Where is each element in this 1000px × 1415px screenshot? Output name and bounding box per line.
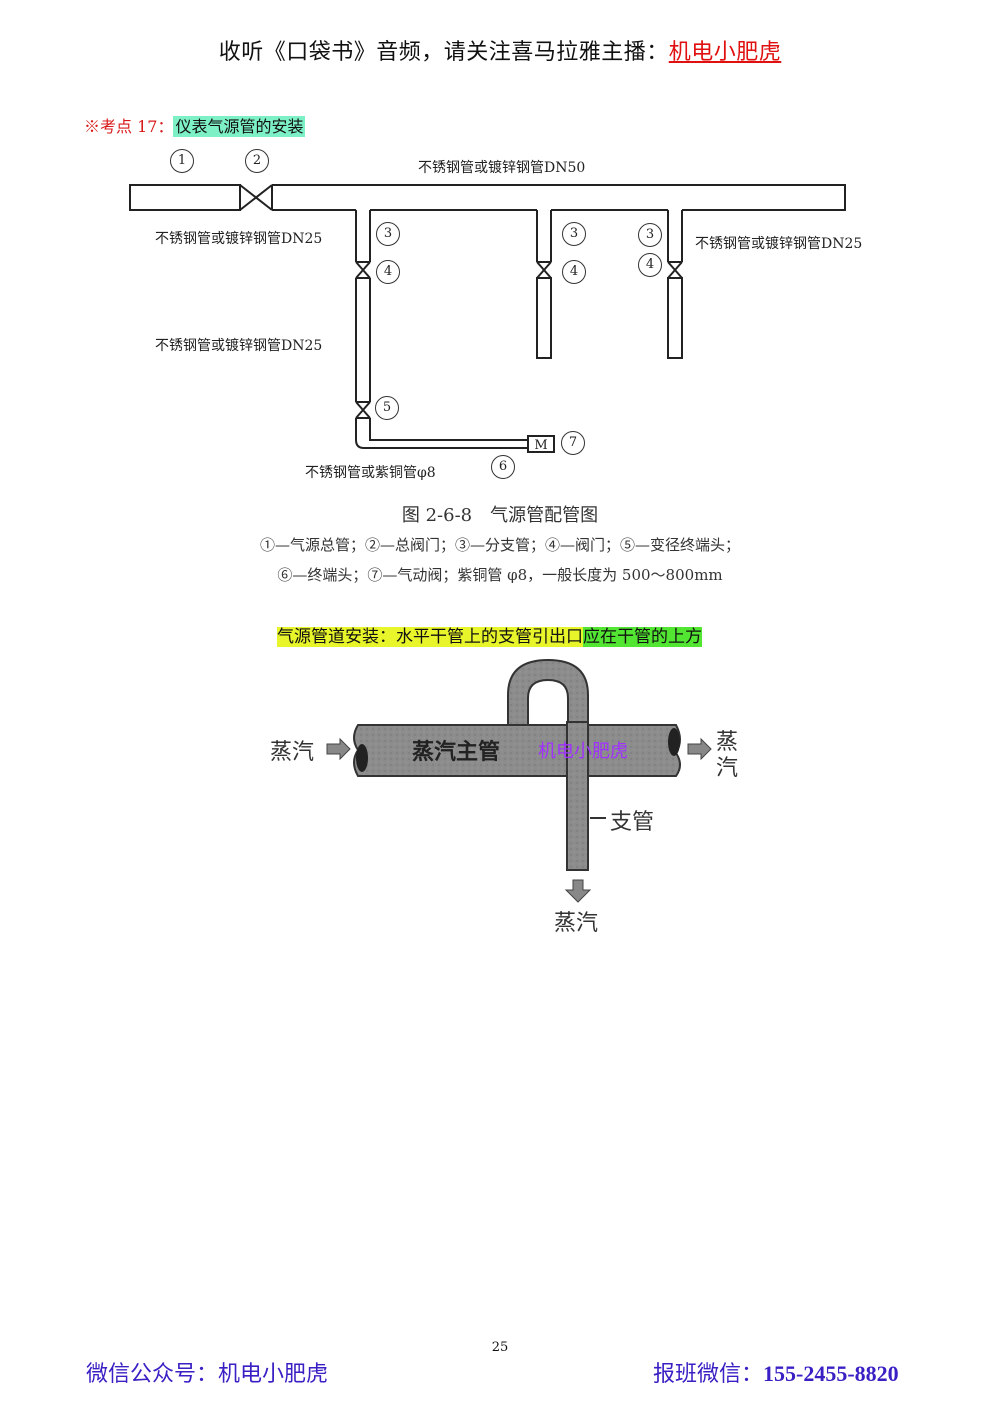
watermark-text: 机电小肥虎	[538, 741, 628, 762]
marker-4: 4	[562, 260, 586, 284]
header-brand-link[interactable]: 机电小肥虎	[668, 40, 782, 65]
marker-3: 3	[638, 223, 662, 247]
footer-phone: 155-2455-8820	[763, 1361, 899, 1386]
section-title: ※考点 17：仪表气源管的安装	[84, 113, 306, 137]
steam-main-pipe-label: 蒸汽主管	[412, 739, 501, 765]
footer-wechat-account: 微信公众号：机电小肥虎	[86, 1362, 329, 1387]
note-green-highlight: 应在干管的上方	[583, 627, 702, 647]
label-main-pipe: 不锈钢管或镀锌钢管DN50	[418, 160, 586, 176]
steam-in-label: 蒸汽	[270, 740, 315, 765]
air-supply-piping-diagram: M	[129, 184, 846, 453]
actuator-label: M	[534, 438, 547, 453]
steam-out-label-2: 汽	[716, 756, 739, 781]
marker-2: 2	[245, 149, 269, 173]
marker-5: 5	[375, 396, 399, 420]
label-branch-left: 不锈钢管或镀锌钢管DN25	[155, 231, 323, 247]
page-number: 25	[491, 1340, 509, 1355]
label-branch-down: 不锈钢管或镀锌钢管DN25	[155, 338, 323, 354]
label-branch-right: 不锈钢管或镀锌钢管DN25	[695, 236, 863, 252]
marker-4: 4	[638, 253, 662, 277]
marker-3: 3	[376, 222, 400, 246]
page-header: 收听《口袋书》音频，请关注喜马拉雅主播：机电小肥虎	[0, 34, 1000, 66]
label-copper-pipe: 不锈钢管或紫铜管φ8	[305, 465, 436, 481]
marker-3: 3	[562, 222, 586, 246]
steam-down-label: 蒸汽	[554, 911, 599, 936]
footer-contact-label: 报班微信：	[653, 1362, 764, 1387]
figure-title: 图 2-6-8 气源管配管图	[401, 505, 599, 526]
steam-branch-diagram	[326, 658, 712, 903]
section-marker: ※考点 17：	[84, 117, 174, 136]
figure-legend-line-1: ①—气源总管；②—总阀门；③—分支管；④—阀门；⑤—变径终端头；	[259, 536, 740, 554]
marker-1: 1	[170, 149, 194, 173]
installation-note: 气源管道安装：水平干管上的支管引出口应在干管的上方	[277, 622, 702, 647]
figure-legend-line-2: ⑥—终端头；⑦—气动阀；紫铜管 φ8，一般长度为 500～800mm	[277, 566, 723, 584]
note-yellow-highlight: 气源管道安装：水平干管上的支管引出口	[277, 627, 583, 647]
section-heading: 仪表气源管的安装	[173, 116, 306, 137]
branch-pipe-label: 支管	[610, 810, 655, 835]
marker-6: 6	[491, 455, 515, 479]
marker-7: 7	[561, 431, 585, 455]
marker-4: 4	[376, 260, 400, 284]
header-text: 收听《口袋书》音频，请关注喜马拉雅主播：	[218, 40, 669, 65]
steam-out-label-1: 蒸	[716, 730, 739, 755]
footer-contact: 报班微信：155-2455-8820	[653, 1356, 899, 1388]
